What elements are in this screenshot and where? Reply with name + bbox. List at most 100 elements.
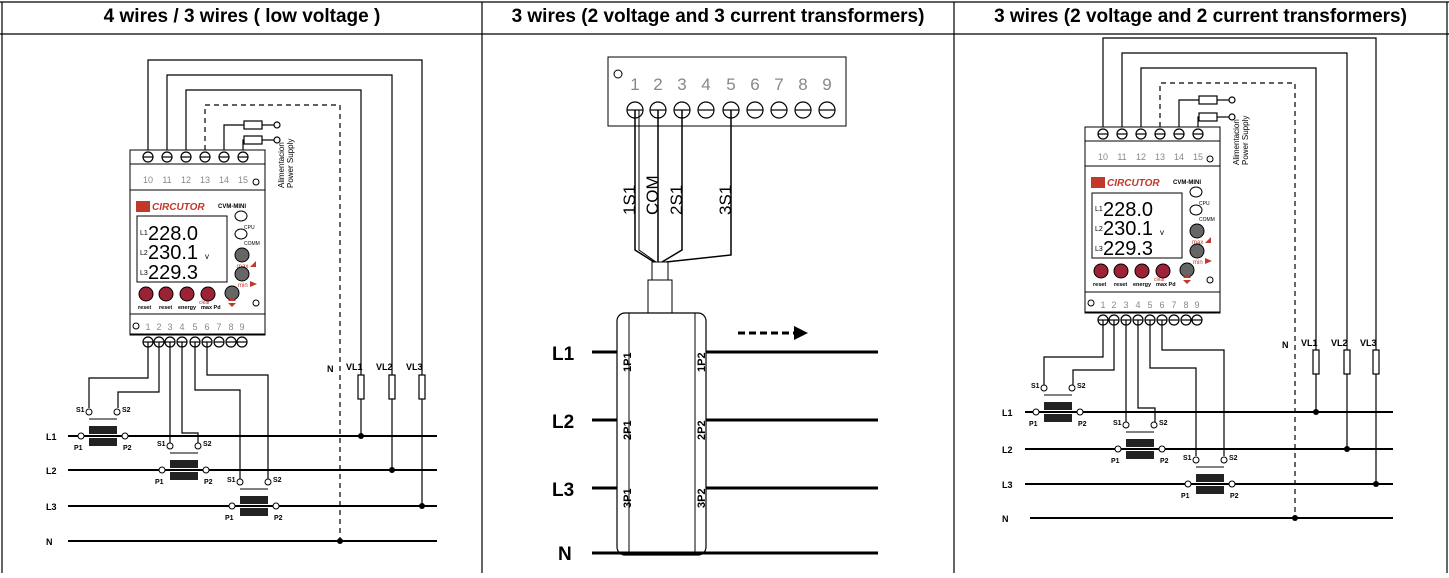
cpu-button-right[interactable] <box>1189 186 1203 198</box>
left-ct3-s2-label: S2 <box>273 477 282 484</box>
left-bottom-terminal-number: 2 <box>156 322 161 332</box>
model-name-right: CVM-MINI <box>1173 180 1201 186</box>
right-ct1-p1-label: P1 <box>1029 421 1038 428</box>
middle-terminal-number: 6 <box>750 75 759 94</box>
left-ct1-ct-core <box>89 438 117 446</box>
label-1p1: 1P1 <box>622 352 634 372</box>
right-top-terminal-number: 10 <box>1098 152 1108 162</box>
left-ct1-p2-terminal <box>121 432 129 440</box>
right-ct3-p1-label: P1 <box>1181 493 1190 500</box>
left-ct3-p2-terminal <box>272 502 280 510</box>
right-ct1-s2-terminal <box>1068 384 1076 392</box>
right-bottom-terminal-number: 5 <box>1147 300 1152 310</box>
right-top-terminal-number: 14 <box>1174 152 1184 162</box>
label-2p1: 2P1 <box>622 420 634 440</box>
left-ct3-s2-terminal <box>264 478 272 486</box>
left-top-terminal-number: 12 <box>181 175 191 185</box>
left-ct2-p1-terminal <box>158 466 166 474</box>
left-top-terminal-number: 10 <box>143 175 153 185</box>
left-ct1-p1-terminal <box>77 432 85 440</box>
left-ct1-s1-label: S1 <box>76 407 85 414</box>
brand-name-right: CIRCUTOR <box>1107 178 1160 189</box>
left-ct1-s2-terminal <box>113 408 121 416</box>
mid-n-label: N <box>558 544 572 565</box>
supply-label-1: Alimentacion <box>277 142 286 188</box>
middle-terminal-number: 9 <box>822 75 831 94</box>
comm-label-right: COMM <box>1199 217 1215 223</box>
mid-l2-label: L2 <box>552 412 574 433</box>
reset-label-1: reset <box>138 305 151 311</box>
reset-label-2: reset <box>159 305 172 311</box>
cable-label-3s1: 3S1 <box>716 185 735 215</box>
right-ct1-ct-core <box>1044 414 1072 422</box>
comm-button-right[interactable] <box>1189 204 1203 216</box>
left-ct3-ct-core <box>240 508 268 516</box>
right-top-terminal-number: 15 <box>1193 152 1203 162</box>
middle-terminal-number: 4 <box>701 75 710 94</box>
right-bottom-terminal-number: 4 <box>1135 300 1140 310</box>
reset-button-2[interactable] <box>158 286 174 302</box>
min-button-right[interactable] <box>1189 243 1205 259</box>
left-ct2-s1-label: S1 <box>157 441 166 448</box>
right-ct1-p2-terminal <box>1076 408 1084 416</box>
left-ct1-s2-label: S2 <box>122 407 131 414</box>
lcd-display-right <box>1091 192 1183 259</box>
left-ct3-p2-label: P2 <box>274 515 283 522</box>
left-bottom-terminal-number: 7 <box>216 322 221 332</box>
reset-button-1[interactable] <box>138 286 154 302</box>
mid-l1-label: L1 <box>552 344 575 365</box>
min-button[interactable] <box>234 266 250 282</box>
header-col2: 3 wires (2 voltage and 3 current transfo… <box>511 6 925 27</box>
vl1-label-right: VL1 <box>1301 338 1318 348</box>
right-ct1-s1-label: S1 <box>1031 383 1040 390</box>
display-value-2-right: 230.1 <box>1103 218 1153 240</box>
header-col3: 3 wires (2 voltage and 2 current transfo… <box>994 6 1407 27</box>
row-label-l2: L2 <box>140 250 148 257</box>
max-pd-label: max Pd <box>201 305 221 311</box>
reset-button-2-right[interactable] <box>1113 263 1129 279</box>
brand-logo-icon <box>136 201 150 212</box>
max-pd-button[interactable] <box>200 286 216 302</box>
comm-button[interactable] <box>234 228 248 240</box>
left-bottom-terminal-number: 9 <box>239 322 244 332</box>
right-ct2-s2-label: S2 <box>1159 420 1168 427</box>
up-arrow-icon <box>250 261 256 267</box>
left-ct3-p1-terminal <box>228 502 236 510</box>
right-ct2-p1-label: P1 <box>1111 458 1120 465</box>
left-ct3-s1-label: S1 <box>227 477 236 484</box>
right-ct3-p2-label: P2 <box>1230 493 1239 500</box>
right-bottom-terminal-number: 3 <box>1123 300 1128 310</box>
ct-block <box>616 312 707 556</box>
middle-terminal-number: 5 <box>726 75 735 94</box>
max-label-right: max <box>1192 240 1203 246</box>
right-top-terminal-number: 13 <box>1155 152 1165 162</box>
label-1p2: 1P2 <box>696 352 708 372</box>
max-pd-button-right[interactable] <box>1155 263 1171 279</box>
left-ct1-s1-terminal <box>85 408 93 416</box>
right-arrow-icon-right <box>1205 258 1212 264</box>
max-button[interactable] <box>234 247 250 263</box>
reset-label-2-right: reset <box>1114 282 1127 288</box>
right-top-terminal-number: 11 <box>1117 152 1126 162</box>
left-ct2-p2-label: P2 <box>204 479 213 486</box>
display-unit-right: v <box>1160 228 1164 237</box>
right-bottom-terminal-number: 7 <box>1171 300 1176 310</box>
reset-button-1-right[interactable] <box>1093 263 1109 279</box>
left-top-terminal-number: 13 <box>200 175 210 185</box>
left-ct1-ct-core <box>89 426 117 434</box>
row-label-l1: L1 <box>140 230 148 237</box>
left-ct2-p1-label: P1 <box>155 479 164 486</box>
display-value-3-right: 229.3 <box>1103 238 1153 260</box>
right-arrow-icon <box>250 281 257 287</box>
min-label-right: min <box>1193 260 1203 266</box>
energy-button[interactable] <box>179 286 195 302</box>
cpu-button[interactable] <box>234 210 248 222</box>
left-ct2-ct-core <box>170 460 198 468</box>
max-button-right[interactable] <box>1189 223 1205 239</box>
energy-button-right[interactable] <box>1134 263 1150 279</box>
